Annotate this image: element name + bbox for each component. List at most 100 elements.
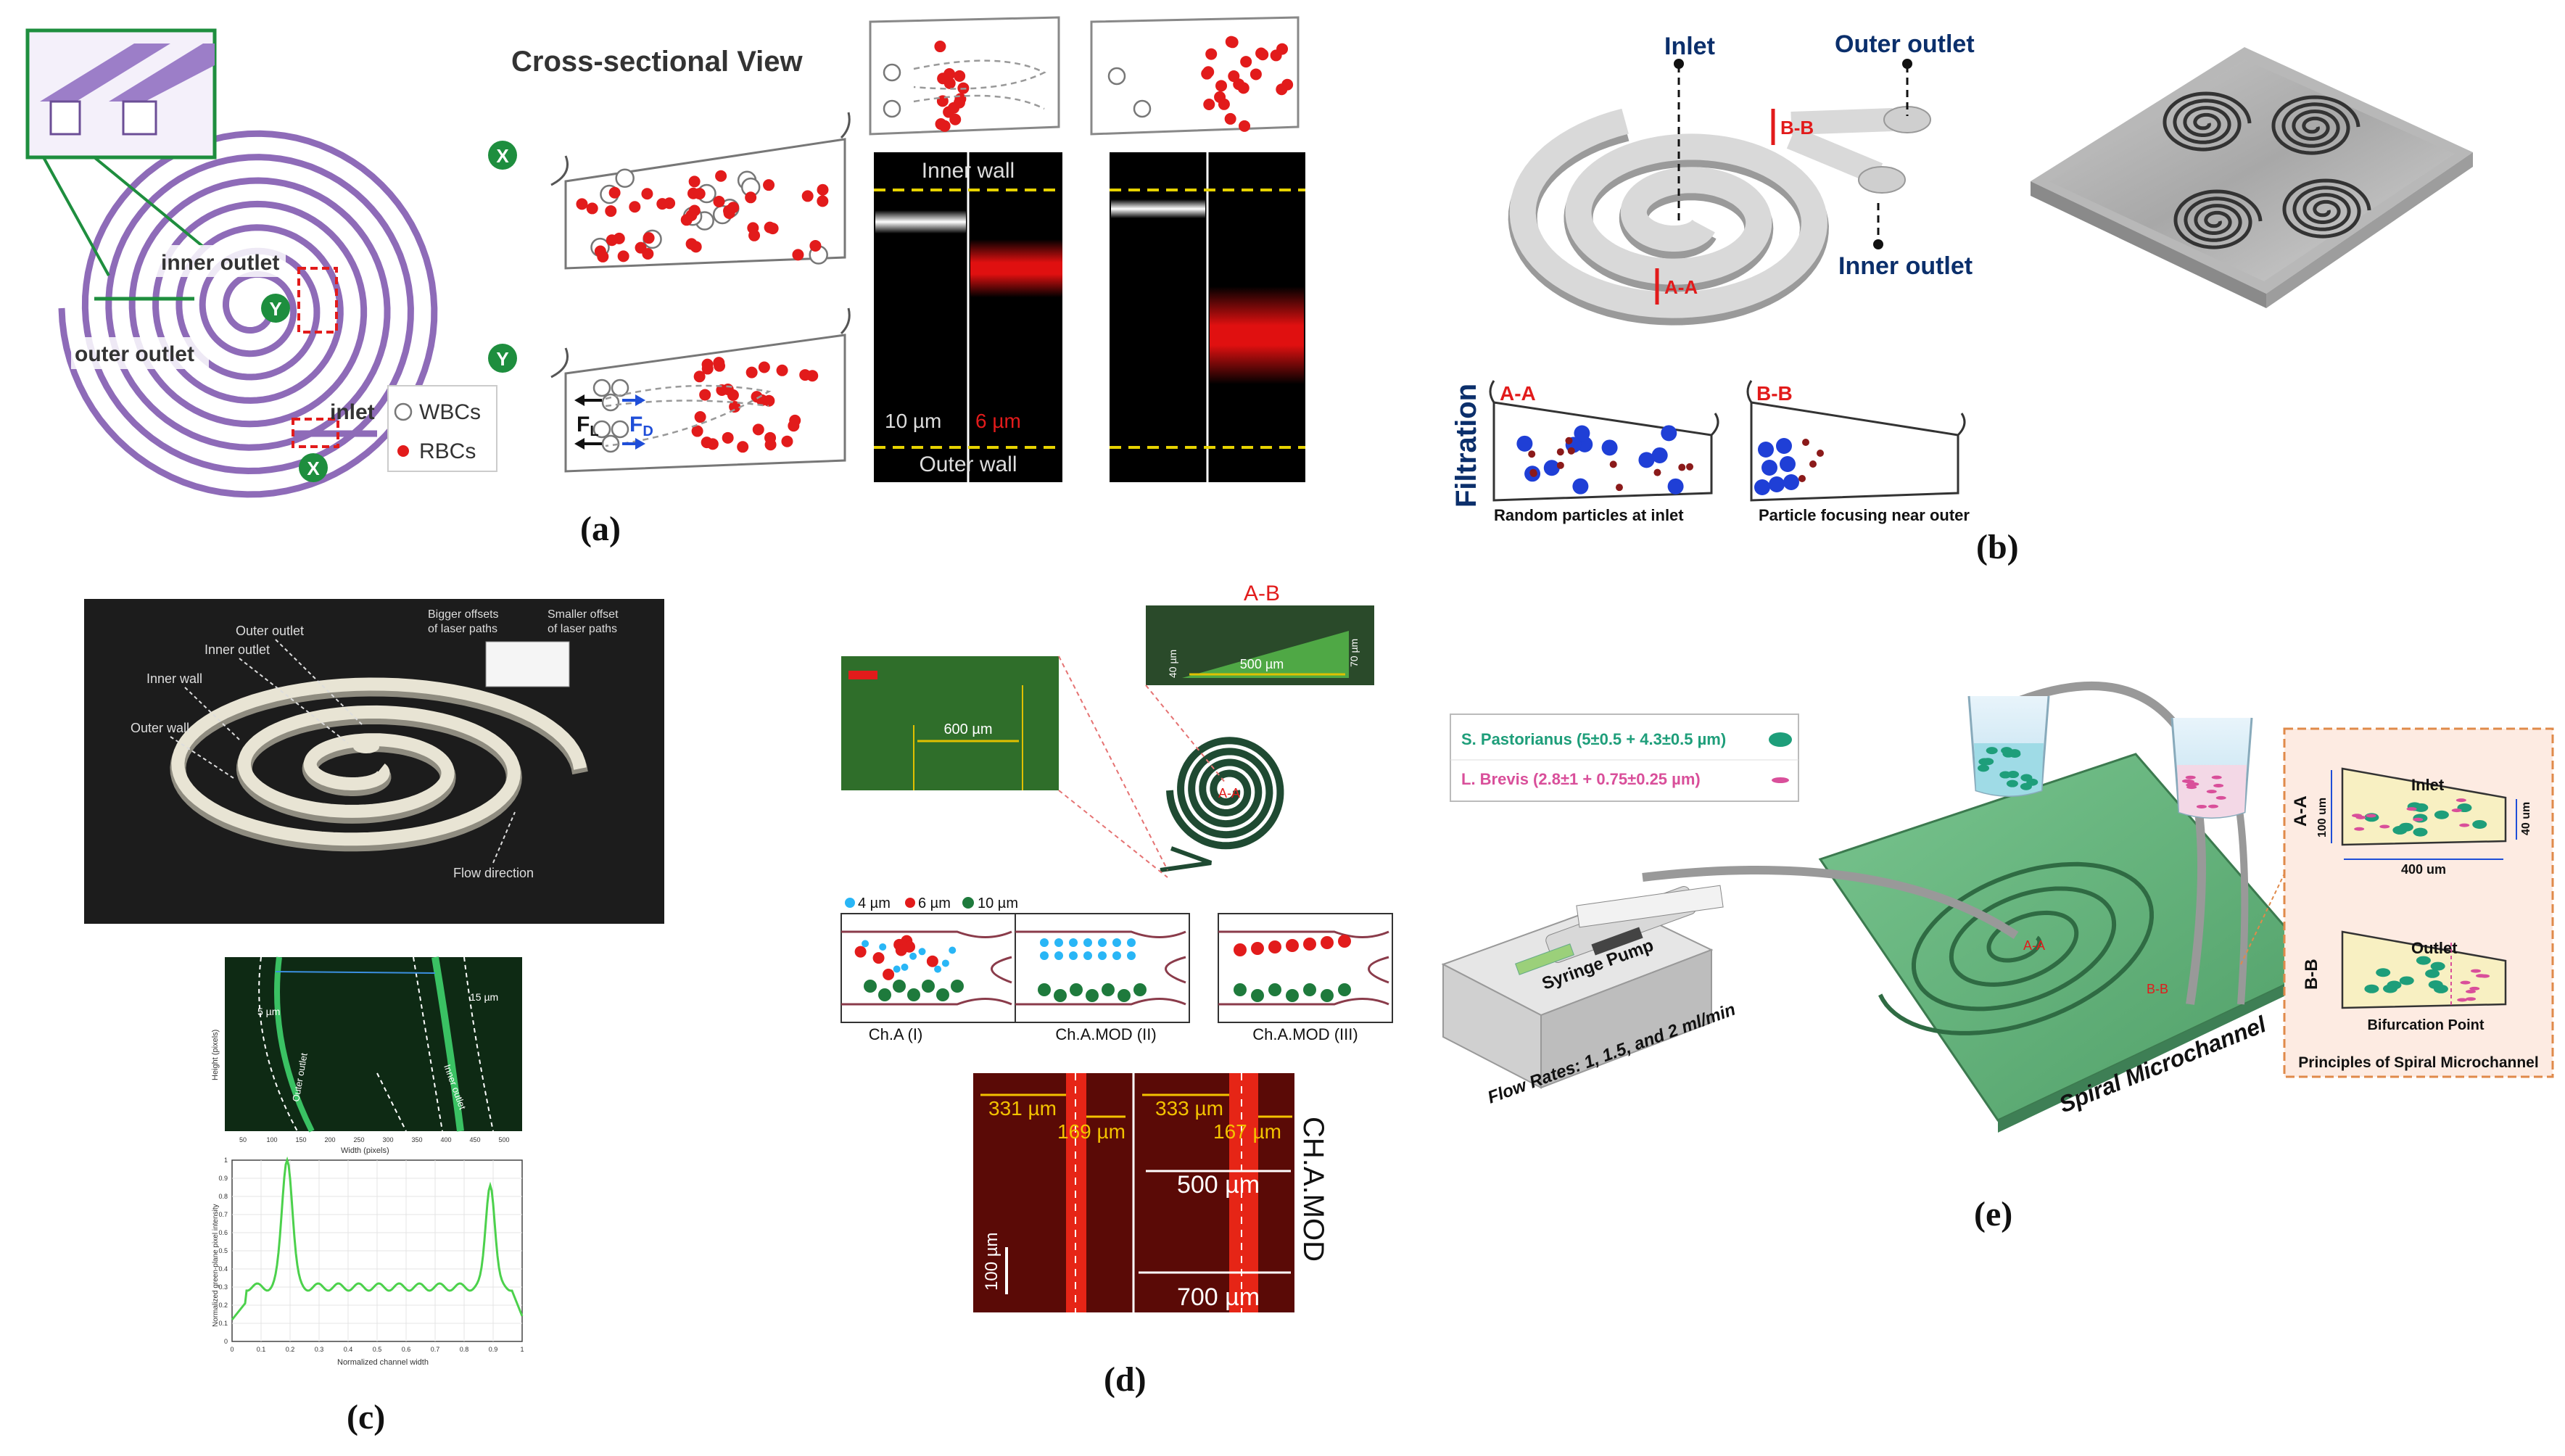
d-chamod2-label: Ch.A.MOD (II) xyxy=(1055,1025,1156,1043)
cross-section-y: FL FD xyxy=(550,307,851,473)
c-img-xtick: 250 xyxy=(353,1136,364,1143)
c-img-ylabel: Height (pixels) xyxy=(211,1030,220,1080)
e-aa-marker: A-A xyxy=(2023,938,2045,953)
rbc-cell xyxy=(801,190,814,202)
e-tube-1 xyxy=(1642,866,2019,939)
d-particle-10 xyxy=(1070,983,1083,996)
d-bifur-walls xyxy=(1015,930,1186,1006)
d-331: 331 µm xyxy=(988,1097,1057,1120)
b-3d-device xyxy=(2031,47,2473,308)
d-particle-4 xyxy=(1098,938,1107,947)
c-plot-xtick: 0.4 xyxy=(344,1346,353,1353)
rbc-cell xyxy=(1203,98,1215,110)
rbc-cell xyxy=(745,191,757,204)
c-plot-ytick: 0.8 xyxy=(218,1193,228,1200)
badge-y xyxy=(261,294,290,323)
rbc-cell xyxy=(1257,49,1269,61)
wbc-cell xyxy=(1107,67,1126,86)
c-plot-xtick: 0.5 xyxy=(373,1346,382,1353)
d-bifur-box xyxy=(840,913,1016,1023)
small-particle xyxy=(1565,437,1573,444)
e-40um: 40 um xyxy=(2520,802,2532,835)
d-particle-6 xyxy=(1268,940,1281,954)
d-particle-10 xyxy=(1251,989,1264,1002)
c-plot-ytick: 0 xyxy=(224,1338,228,1345)
e-lb-cell xyxy=(2206,790,2217,794)
wbc-cell xyxy=(615,168,635,189)
d-particle-6 xyxy=(904,940,916,953)
rbc-cell xyxy=(715,170,727,182)
large-particle xyxy=(1667,478,1684,495)
d-particle-4 xyxy=(1054,938,1063,947)
d-40um: 40 µm xyxy=(1167,650,1178,678)
rbc-cell xyxy=(817,195,829,207)
e-lb-cell xyxy=(2451,808,2462,813)
b-outer-outlet-label: Outer outlet xyxy=(1835,30,1975,58)
d-particle-4 xyxy=(1083,951,1092,960)
e-beaker-2 xyxy=(2170,717,2253,819)
wbc-cell xyxy=(592,420,611,439)
inlet-label: inlet xyxy=(330,400,375,424)
d-dark-spiral xyxy=(1160,737,1284,872)
rbc-cell xyxy=(597,250,609,262)
device-spiral xyxy=(2282,178,2371,239)
e-sp-cell xyxy=(1978,758,1991,766)
large-particle xyxy=(1543,460,1560,476)
rbc-cell xyxy=(1218,98,1230,110)
rbc-cell xyxy=(606,234,618,247)
rbc-cell xyxy=(693,371,706,383)
rbc-cell xyxy=(691,425,703,437)
d-particle-10 xyxy=(1038,983,1051,996)
e-sp-cell xyxy=(2376,968,2391,977)
rbc-cell xyxy=(758,361,770,373)
c-laser-inset xyxy=(485,641,570,687)
b-section-bb: B-B xyxy=(1746,380,1966,502)
rbc-cell xyxy=(1276,83,1288,96)
e-sp-cell xyxy=(1986,747,1998,755)
vortex-path xyxy=(913,59,1046,90)
c-img-xtick: 100 xyxy=(266,1136,277,1143)
rbc-cell xyxy=(1201,67,1213,80)
e-lb-cell xyxy=(2457,998,2468,1002)
rbc-cell xyxy=(937,73,949,85)
b-caption-aa: Random particles at inlet xyxy=(1494,506,1684,524)
c-img-xtick: 400 xyxy=(440,1136,451,1143)
d-particle-10 xyxy=(864,980,877,993)
c-plot-ytick: 0.1 xyxy=(218,1320,228,1327)
e-lb-cell xyxy=(2469,986,2480,990)
d-chamod3-label: Ch.A.MOD (III) xyxy=(1252,1025,1358,1043)
wbc-cell xyxy=(1133,99,1152,118)
b-aa-label: A-A xyxy=(1664,276,1698,298)
c-plot-xtick: 0.3 xyxy=(315,1346,324,1353)
rbc-cell xyxy=(809,239,822,252)
d-particle-10 xyxy=(951,980,964,993)
d-particle-10 xyxy=(1234,983,1247,996)
panel-label-d: (d) xyxy=(1104,1360,1147,1399)
e-bifurcation: Bifurcation Point xyxy=(2367,1017,2484,1033)
badge-x-bottom xyxy=(299,453,328,482)
panel-label-e: (e) xyxy=(1974,1195,2012,1233)
d-70um: 70 µm xyxy=(1348,639,1360,667)
small-particle xyxy=(1556,461,1564,469)
rbc-cell xyxy=(776,364,788,376)
c-plot-xlabel: Normalized channel width xyxy=(337,1358,429,1367)
small-particle xyxy=(1529,468,1537,476)
large-particle xyxy=(1638,452,1655,468)
rbc-cell xyxy=(789,414,801,426)
c-img-xtick: 450 xyxy=(469,1136,480,1143)
c-outer-outlet-leader xyxy=(275,639,363,726)
d-scale-100: 100 µm xyxy=(982,1232,1001,1291)
c-15um: 15 µm xyxy=(470,991,498,1003)
d-particle-4 xyxy=(1040,938,1049,947)
region-y-box xyxy=(297,267,338,334)
c-channel xyxy=(171,677,587,846)
rbc-cell xyxy=(764,439,777,451)
d-particle-4 xyxy=(1040,951,1049,960)
b-inlet-label: Inlet xyxy=(1664,33,1715,60)
d-chamod-vertical: CH.A.MOD xyxy=(1297,1117,1329,1262)
e-100um: 100 um xyxy=(2316,798,2329,837)
rbc-cell xyxy=(586,202,598,215)
e-bb-side: B-B xyxy=(2302,959,2321,990)
d-bifur-box xyxy=(1015,913,1190,1023)
